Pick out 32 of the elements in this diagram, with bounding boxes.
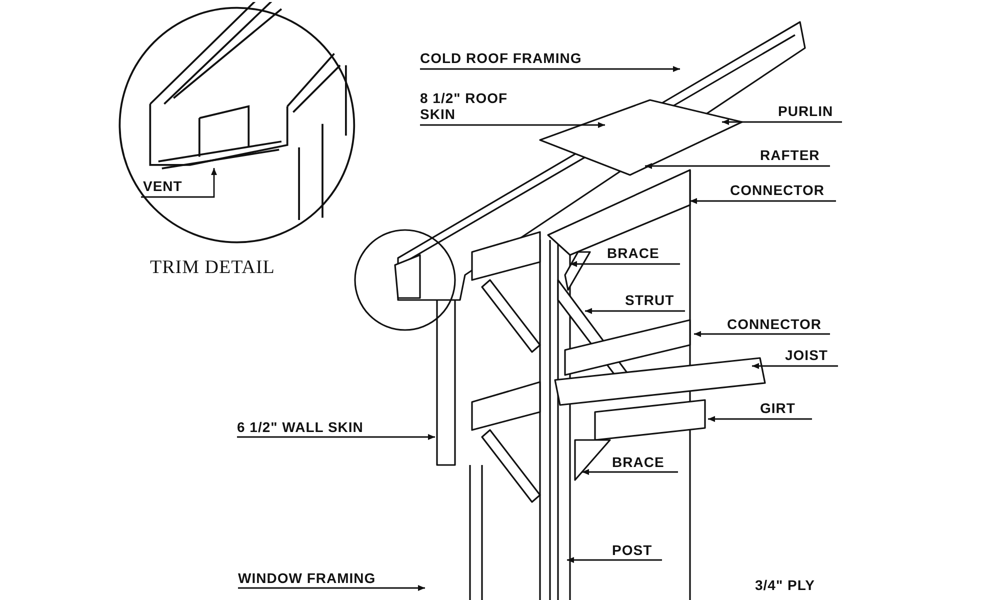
leader-line	[567, 557, 662, 563]
part-label: GIRT	[760, 400, 796, 416]
leader-line	[694, 331, 830, 337]
part-label: BRACE	[607, 245, 660, 261]
leader-line	[420, 122, 605, 128]
part-label: WINDOW FRAMING	[238, 570, 376, 586]
leader-line	[238, 585, 425, 591]
leader-line	[722, 119, 842, 125]
part-label: JOIST	[785, 347, 828, 363]
leader-line	[690, 198, 836, 204]
leader-line	[708, 416, 812, 422]
leader-line	[570, 261, 680, 267]
part-label: PURLIN	[778, 103, 834, 119]
part-label: BRACE	[612, 454, 664, 470]
part-label: 3/4" PLY	[755, 577, 815, 593]
detail-title: TRIM DETAIL	[150, 257, 275, 279]
part-label: RAFTER	[760, 147, 820, 163]
leader-line	[752, 363, 838, 369]
leader-line	[585, 308, 685, 314]
leader-line	[141, 168, 217, 198]
part-label: CONNECTOR	[730, 182, 824, 198]
part-label: STRUT	[625, 292, 674, 308]
part-label: 8 1/2" ROOF SKIN	[420, 90, 515, 122]
leader-line	[582, 469, 678, 475]
leader-line	[420, 66, 680, 72]
part-label: VENT	[143, 178, 182, 194]
part-label: POST	[612, 542, 652, 558]
leader-line	[645, 163, 830, 169]
part-label: CONNECTOR	[727, 316, 822, 332]
part-label: COLD ROOF FRAMING	[420, 50, 582, 66]
leader-line	[237, 434, 435, 440]
part-label: 6 1/2" WALL SKIN	[237, 419, 364, 435]
